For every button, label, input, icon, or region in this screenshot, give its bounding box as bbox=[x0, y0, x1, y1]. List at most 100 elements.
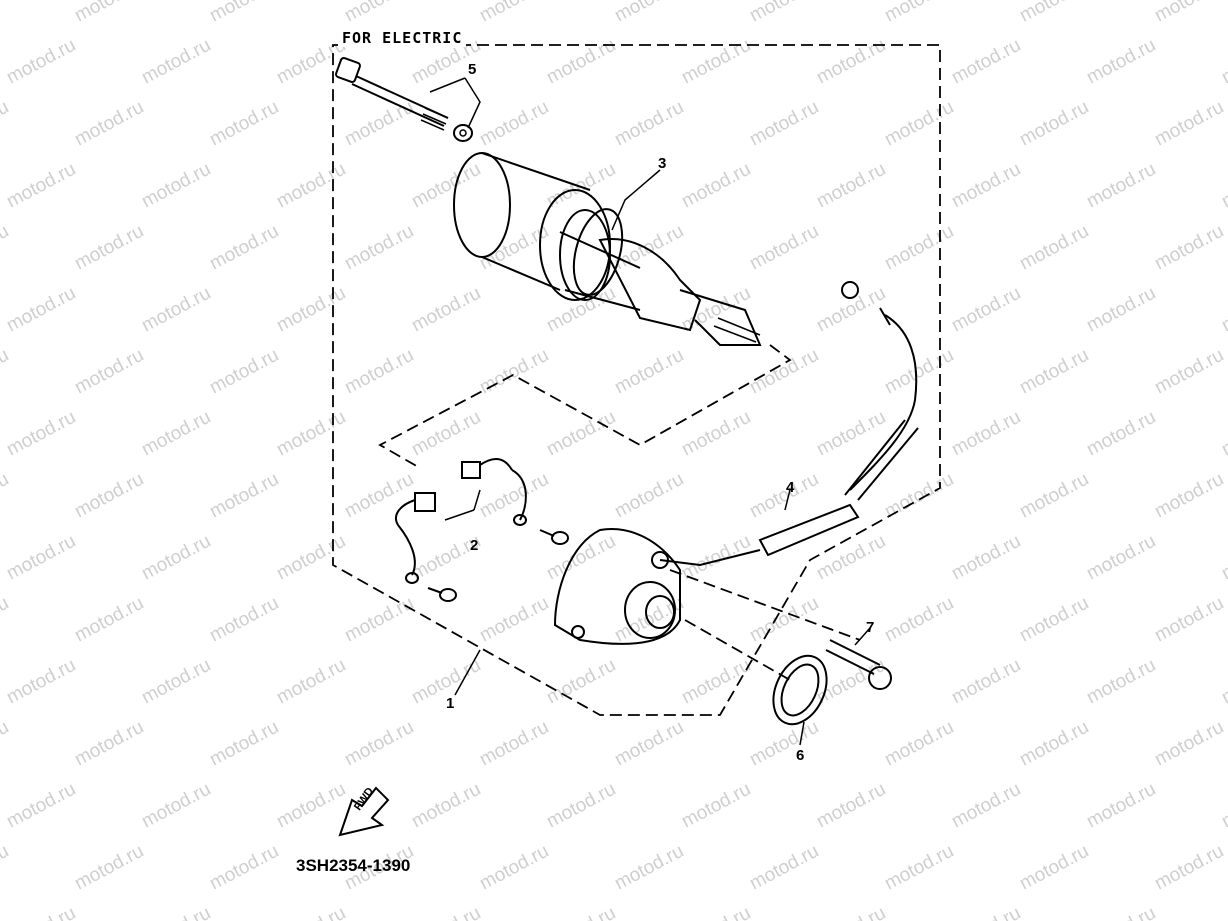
watermark-text: motod.ru bbox=[1151, 593, 1227, 647]
watermark-text: motod.ru bbox=[408, 903, 484, 921]
watermark-text: motod.ru bbox=[813, 159, 889, 213]
watermark-text: motod.ru bbox=[476, 469, 552, 523]
watermark-text: motod.ru bbox=[543, 159, 619, 213]
watermark-text: motod.ru bbox=[1151, 345, 1227, 399]
watermark-text: motod.ru bbox=[1016, 97, 1092, 151]
watermark-text: motod.ru bbox=[138, 655, 214, 709]
watermark-text: motod.ru bbox=[3, 655, 79, 709]
watermark-text: motod.ru bbox=[273, 283, 349, 337]
callout-4: 4 bbox=[786, 479, 795, 496]
brush-set bbox=[395, 458, 527, 584]
watermark-text: motod.ru bbox=[3, 283, 79, 337]
watermark-text: motod.ru bbox=[1083, 779, 1159, 833]
callout-3: 3 bbox=[658, 155, 666, 172]
watermark-text: motod.ru bbox=[543, 35, 619, 89]
o-ring bbox=[572, 208, 624, 296]
watermark-text: motod.ru bbox=[3, 159, 79, 213]
watermark-text: motod.ru bbox=[746, 593, 822, 647]
watermark-text: motod.ru bbox=[678, 655, 754, 709]
watermark-text: motod.ru bbox=[71, 345, 147, 399]
watermark-text: motod.ru bbox=[1151, 717, 1227, 771]
watermark-text: motod.ru bbox=[543, 655, 619, 709]
watermark-text: motod.ru bbox=[71, 0, 147, 26]
watermark-text: motod.ru bbox=[3, 35, 79, 89]
watermark-text: motod.ru bbox=[746, 717, 822, 771]
watermark-text: motod.ru bbox=[1016, 345, 1092, 399]
watermark-text: motod.ru bbox=[0, 345, 12, 399]
assembly-line bbox=[669, 569, 861, 681]
watermark-text: motod.ru bbox=[881, 0, 957, 26]
watermark-text: motod.ru bbox=[476, 97, 552, 151]
watermark-text: motod.ru bbox=[746, 0, 822, 26]
watermark-text: motod.ru bbox=[206, 0, 282, 26]
watermark-text: motod.ru bbox=[138, 531, 214, 585]
watermark-text: motod.ru bbox=[948, 779, 1024, 833]
watermark-text: motod.ru bbox=[341, 469, 417, 523]
through-bolt bbox=[335, 57, 473, 142]
watermark-text: motod.ru bbox=[206, 345, 282, 399]
watermark-text: motod.ru bbox=[813, 531, 889, 585]
watermark-text: motod.ru bbox=[341, 221, 417, 275]
watermark-text: motod.ru bbox=[0, 717, 12, 771]
watermark-text: motod.ru bbox=[138, 779, 214, 833]
watermark-text: motod.ru bbox=[0, 97, 12, 151]
watermark-text: motod.ru bbox=[206, 469, 282, 523]
watermark-text: motod.ru bbox=[138, 903, 214, 921]
watermark-text: motod.ru bbox=[881, 841, 957, 895]
callout-1: 1 bbox=[446, 695, 454, 712]
watermark-text: motod.ru bbox=[0, 593, 12, 647]
screw-lower bbox=[427, 587, 457, 602]
watermark-text: motod.ru bbox=[881, 717, 957, 771]
watermark-text: motod.ru bbox=[1083, 35, 1159, 89]
watermark-text: motod.ru bbox=[948, 407, 1024, 461]
watermark-text: motod.ru bbox=[273, 903, 349, 921]
watermark-text: motod.ru bbox=[543, 531, 619, 585]
watermark-text: motod.ru bbox=[1218, 903, 1228, 921]
watermark-text: motod.ru bbox=[948, 283, 1024, 337]
watermark-text: motod.ru bbox=[71, 221, 147, 275]
watermark-text: motod.ru bbox=[1151, 0, 1227, 26]
watermark-text: motod.ru bbox=[341, 717, 417, 771]
watermark-text: motod.ru bbox=[1016, 469, 1092, 523]
watermark-text: motod.ru bbox=[881, 345, 957, 399]
watermark-text: motod.ru bbox=[678, 159, 754, 213]
watermark-text: motod.ru bbox=[138, 283, 214, 337]
watermark-text: motod.ru bbox=[611, 469, 687, 523]
watermark-text: motod.ru bbox=[746, 841, 822, 895]
watermark-text: motod.ru bbox=[0, 469, 12, 523]
screw-upper bbox=[539, 529, 569, 545]
watermark-text: motod.ru bbox=[746, 221, 822, 275]
watermark-text: motod.ru bbox=[71, 717, 147, 771]
watermark-text: motod.ru bbox=[138, 159, 214, 213]
watermark-text: motod.ru bbox=[206, 841, 282, 895]
watermark-text: motod.ru bbox=[948, 903, 1024, 921]
lead-wire bbox=[659, 281, 919, 567]
watermark-text: motod.ru bbox=[3, 779, 79, 833]
watermark-text: motod.ru bbox=[206, 717, 282, 771]
watermark-text: motod.ru bbox=[71, 841, 147, 895]
watermark-text: motod.ru bbox=[138, 407, 214, 461]
callout-6: 6 bbox=[796, 747, 804, 764]
watermark-text: motod.ru bbox=[408, 159, 484, 213]
watermark-text: motod.ru bbox=[1083, 283, 1159, 337]
watermark-text: motod.ru bbox=[813, 779, 889, 833]
watermark-text: motod.ru bbox=[678, 35, 754, 89]
watermark-text: motod.ru bbox=[206, 221, 282, 275]
watermark-text: motod.ru bbox=[1016, 717, 1092, 771]
watermark-text: motod.ru bbox=[1218, 35, 1228, 89]
watermark-text: motod.ru bbox=[813, 903, 889, 921]
watermark-text: motod.ru bbox=[206, 97, 282, 151]
watermark-text: motod.ru bbox=[341, 0, 417, 26]
watermark-text: motod.ru bbox=[476, 0, 552, 26]
watermark-text: motod.ru bbox=[273, 531, 349, 585]
watermark-text: motod.ru bbox=[1016, 221, 1092, 275]
watermark-text: motod.ru bbox=[408, 283, 484, 337]
watermark-text: motod.ru bbox=[948, 531, 1024, 585]
rear-cover bbox=[553, 528, 681, 645]
watermark-text: motod.ru bbox=[543, 779, 619, 833]
watermark-text: motod.ru bbox=[71, 593, 147, 647]
watermark-text: motod.ru bbox=[1151, 841, 1227, 895]
watermark-text: motod.ru bbox=[408, 779, 484, 833]
watermark-text: motod.ru bbox=[1218, 159, 1228, 213]
watermark-text: motod.ru bbox=[1083, 159, 1159, 213]
